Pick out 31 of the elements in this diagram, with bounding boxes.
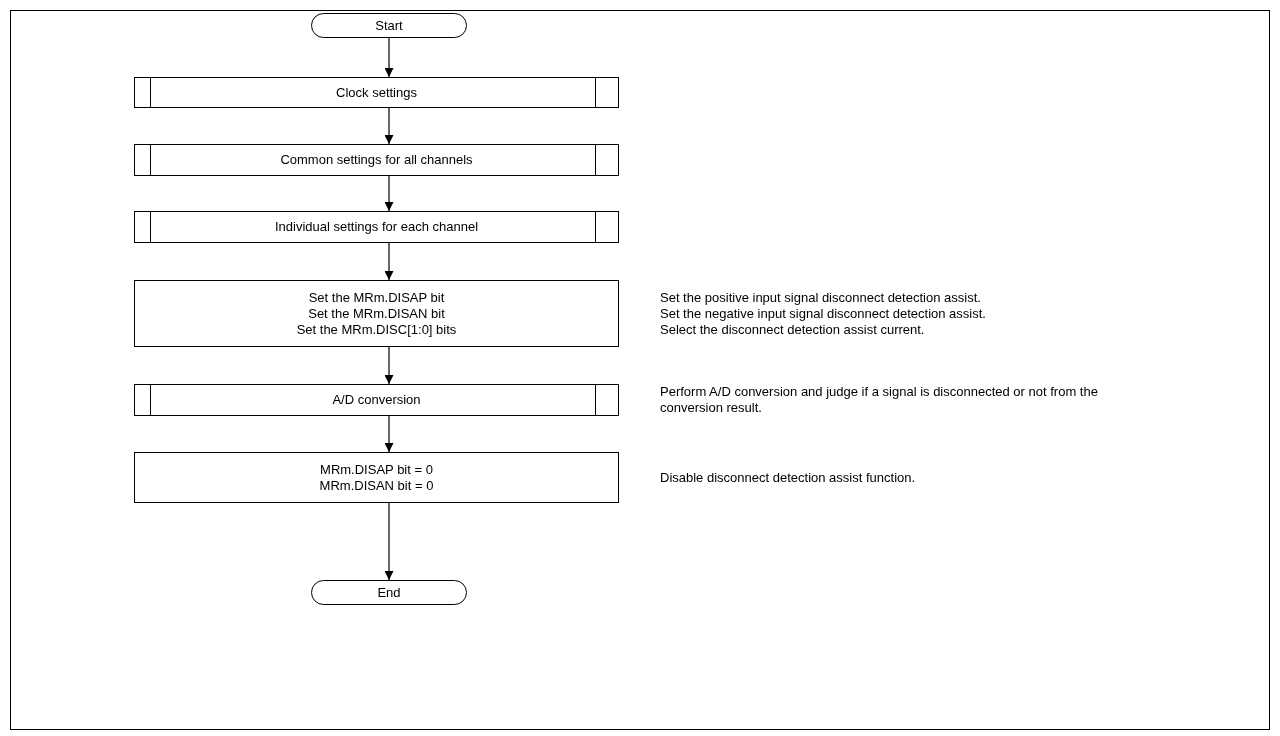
annotation-text: Set the positive input signal disconnect detection assist. bbox=[660, 289, 982, 306]
node-text: Clock settings bbox=[336, 84, 417, 101]
arrow bbox=[384, 242, 394, 281]
predefined-process-box bbox=[134, 211, 619, 243]
node-text: MRm.DISAN bit = 0 bbox=[319, 477, 434, 494]
node-text: Set the MRm.DISAP bit bbox=[308, 289, 445, 306]
annotation-text: Perform A/D conversion and judge if a signal is disconnected or not from the conversion result. bbox=[660, 384, 1099, 416]
node-text: MRm.DISAP bit = 0 bbox=[320, 461, 433, 478]
process-box bbox=[134, 280, 619, 347]
terminal-pill bbox=[311, 13, 467, 38]
arrow bbox=[384, 346, 394, 385]
node-text: Individual settings for each channel bbox=[274, 219, 479, 235]
terminal-pill bbox=[311, 580, 467, 605]
arrow bbox=[384, 415, 394, 453]
annotation-text: Set the negative input signal disconnect detection assist. bbox=[660, 305, 987, 322]
annotation-text: Select the disconnect detection assist current. bbox=[660, 321, 926, 338]
node-text: Start bbox=[375, 17, 403, 34]
process-box bbox=[134, 452, 619, 503]
node-text: End bbox=[377, 584, 401, 601]
annotation-text: Disable disconnect detection assist function. bbox=[660, 469, 917, 486]
node-text: A/D conversion bbox=[332, 392, 421, 408]
node-text: Set the MRm.DISAN bit bbox=[308, 305, 445, 322]
node-text: Common settings for all channels bbox=[280, 152, 473, 168]
node-text: Set the MRm.DISC[1:0] bits bbox=[296, 321, 457, 338]
arrow bbox=[384, 107, 394, 145]
predefined-process-box bbox=[134, 384, 619, 416]
arrow bbox=[384, 502, 394, 581]
predefined-process-box bbox=[134, 77, 619, 108]
arrow bbox=[384, 175, 394, 212]
arrow bbox=[384, 37, 394, 78]
predefined-process-box bbox=[134, 144, 619, 176]
